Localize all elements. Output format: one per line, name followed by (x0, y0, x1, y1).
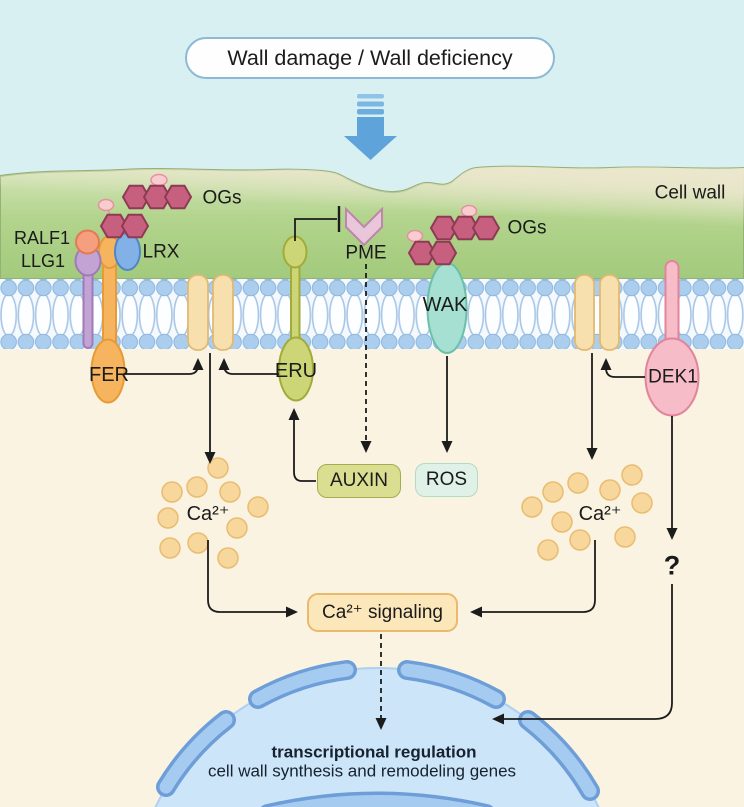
inhibition-eru-to-pme (294, 218, 337, 241)
fer-receptor-shape (90, 235, 126, 404)
wall-damage-banner: Wall damage / Wall deficiency (185, 37, 555, 79)
arrow-ca-right-to-signaling (470, 540, 596, 618)
ca-ions-right (521, 464, 653, 561)
ralf1-label: RALF1 (13, 228, 71, 248)
nucleus-heading: transcriptional regulation (271, 742, 477, 762)
arrow-fer-to-channel (124, 358, 204, 375)
unknown-path-label: ? (663, 550, 681, 581)
dek1-receptor-shape (644, 260, 700, 417)
arrow-eru-to-channel (218, 358, 279, 375)
damage-arrow-icon (344, 94, 397, 160)
nucleus-shape (154, 660, 600, 807)
ogs-left-shape (97, 173, 193, 239)
arrow-question-to-nucleus (492, 584, 673, 725)
signal-arrows (124, 206, 678, 730)
arrow-auxin-to-eru (288, 408, 316, 482)
pme-enzyme-shape (345, 206, 383, 247)
ca-signaling-box: Ca²⁺ signaling (307, 593, 458, 632)
ros-box: ROS (415, 463, 478, 497)
ogs-right-shape (406, 204, 501, 266)
pme-label: PME (345, 242, 387, 264)
fer-label: FER (89, 364, 129, 386)
lrx-label: LRX (142, 241, 180, 263)
nuclear-envelope-arcs (156, 660, 600, 807)
wak-label: WAK (422, 294, 468, 316)
llg1-label: LLG1 (20, 251, 66, 271)
ogs-right-label: OGs (507, 217, 547, 239)
eru-label: ERU (274, 360, 318, 382)
arrow-dek1-to-channel (600, 358, 645, 378)
arrow-ca-left-to-signaling (207, 540, 298, 618)
lrx-protein-shape (114, 232, 141, 271)
calcium-channel-left (187, 274, 234, 351)
calcium-channel-right (574, 274, 620, 351)
plasma-membrane (0, 279, 744, 349)
ca-left-label: Ca²⁺ (186, 503, 230, 525)
ca-ions-left (157, 457, 269, 569)
cell-wall-label: Cell wall (654, 182, 726, 204)
auxin-box: AUXIN (317, 464, 401, 498)
nucleus-subheading: cell wall synthesis and remodeling genes (207, 761, 517, 781)
ca-right-label: Ca²⁺ (578, 503, 622, 525)
eru-receptor-shape (278, 235, 314, 402)
ralf1-ligand-shape (75, 229, 100, 255)
dek1-label: DEK1 (648, 366, 698, 388)
ogs-left-label: OGs (202, 187, 242, 209)
